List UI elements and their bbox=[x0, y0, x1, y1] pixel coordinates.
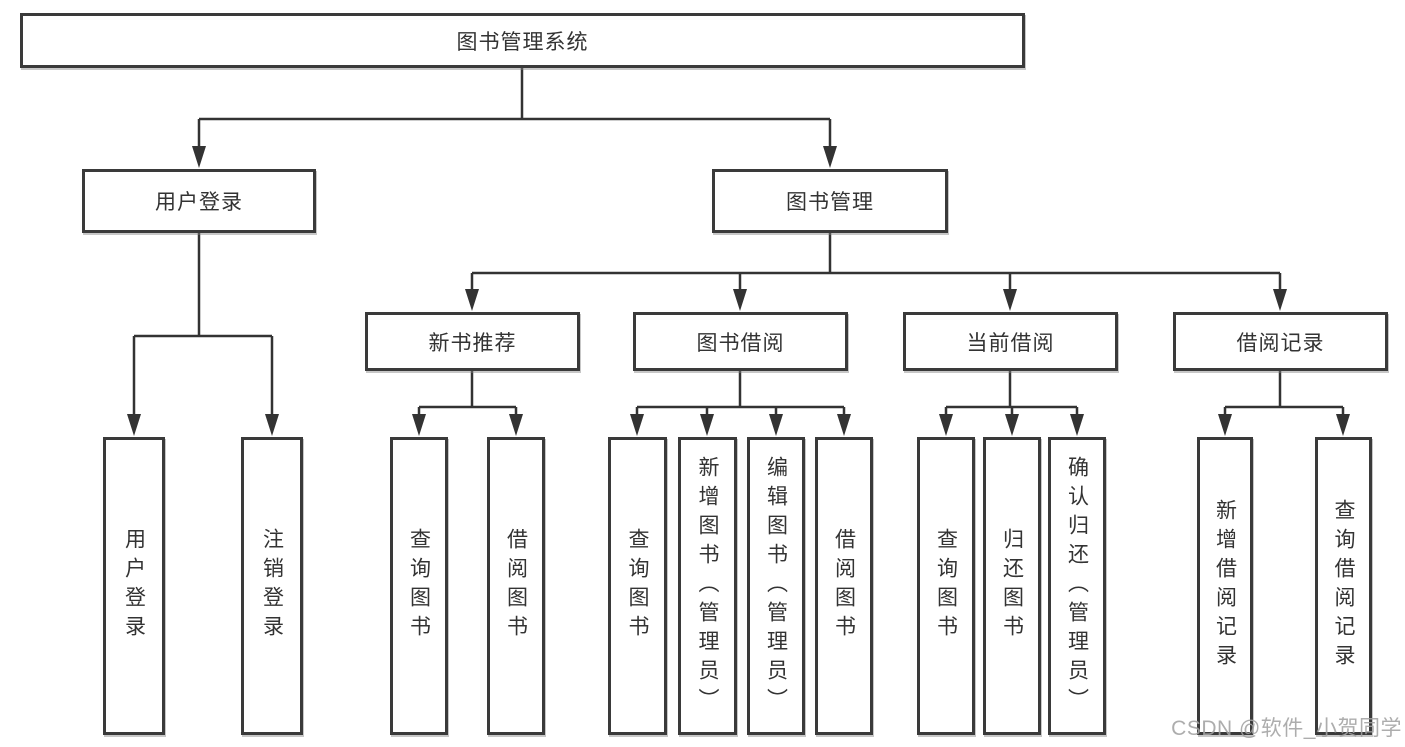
node-book-management: 图书管理 bbox=[712, 169, 948, 233]
node-label: 图书借阅 bbox=[696, 331, 785, 355]
connector-path bbox=[132, 68, 1345, 415]
leaf-confirm-return-admin: 确认归还（管理员） bbox=[1048, 437, 1106, 735]
node-label: 确认归还（管理员） bbox=[1065, 455, 1089, 717]
node-label: 归还图书 bbox=[1000, 528, 1024, 644]
leaf-query-books-borrowing: 查询图书 bbox=[608, 437, 667, 735]
leaf-logout: 注销登录 bbox=[241, 437, 303, 735]
leaf-borrow-books-recommend: 借阅图书 bbox=[487, 437, 545, 735]
node-label: 借阅图书 bbox=[504, 528, 528, 644]
node-label: 新书推荐 bbox=[428, 331, 517, 355]
node-label: 用户登录 bbox=[122, 528, 146, 644]
node-label: 查询图书 bbox=[934, 528, 958, 644]
node-label: 图书管理系统 bbox=[456, 30, 589, 54]
node-label: 借阅图书 bbox=[832, 528, 856, 644]
leaf-query-books-current: 查询图书 bbox=[917, 437, 975, 735]
node-label: 查询图书 bbox=[407, 528, 431, 644]
node-library-system: 图书管理系统 bbox=[20, 13, 1025, 68]
node-book-borrowing: 图书借阅 bbox=[633, 312, 848, 371]
leaf-add-borrow-record: 新增借阅记录 bbox=[1197, 437, 1253, 735]
node-label: 查询图书 bbox=[626, 528, 649, 644]
node-current-borrowing: 当前借阅 bbox=[903, 312, 1118, 371]
node-label: 编辑图书（管理员） bbox=[764, 455, 788, 717]
leaf-edit-books-admin: 编辑图书（管理员） bbox=[747, 437, 805, 735]
leaf-return-books: 归还图书 bbox=[983, 437, 1041, 735]
leaf-query-borrow-record: 查询借阅记录 bbox=[1315, 437, 1372, 735]
arrowheads bbox=[127, 146, 1350, 436]
leaf-add-books-admin: 新增图书（管理员） bbox=[678, 437, 737, 735]
node-label: 图书管理 bbox=[786, 191, 874, 214]
node-label: 注销登录 bbox=[260, 528, 284, 644]
node-borrow-records: 借阅记录 bbox=[1173, 312, 1388, 371]
node-user-login: 用户登录 bbox=[82, 169, 316, 233]
node-label: 借阅记录 bbox=[1236, 331, 1325, 355]
node-new-book-recommend: 新书推荐 bbox=[365, 312, 580, 371]
leaf-borrow-books: 借阅图书 bbox=[815, 437, 873, 735]
leaf-user-login: 用户登录 bbox=[103, 437, 165, 735]
node-label: 用户登录 bbox=[155, 191, 243, 214]
node-label: 新增借阅记录 bbox=[1213, 499, 1237, 673]
node-label: 当前借阅 bbox=[966, 331, 1055, 355]
node-label: 查询借阅记录 bbox=[1332, 499, 1355, 673]
node-label: 新增图书（管理员） bbox=[696, 455, 719, 717]
watermark: CSDN @软件_小贺同学 bbox=[1171, 717, 1402, 740]
leaf-query-books-recommend: 查询图书 bbox=[390, 437, 448, 735]
